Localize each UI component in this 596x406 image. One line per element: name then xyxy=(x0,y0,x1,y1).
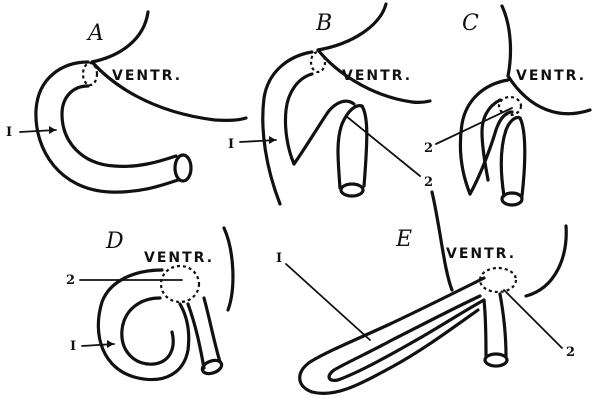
panel-e-pylorus-ring xyxy=(480,268,516,292)
panel-b-letter: B xyxy=(315,11,332,36)
panel-c-label-2: 2 xyxy=(424,141,433,156)
panel-d-letter: D xyxy=(105,229,124,254)
panel-c-pointer-2 xyxy=(436,108,512,144)
panel-e-tube-left xyxy=(484,300,486,356)
panel-c: C VENTR. 2 xyxy=(424,6,590,205)
panel-b-loop-inner xyxy=(285,74,312,164)
panel-a-label-1: I xyxy=(6,125,12,140)
panel-e-ventricle-left xyxy=(432,192,452,290)
panel-b-arrowhead-1 xyxy=(269,136,276,144)
panel-d-ventricle-outline xyxy=(224,228,233,310)
panel-c-ventr-label: VENTR. xyxy=(516,68,586,84)
panel-a-letter: A xyxy=(86,21,104,46)
panel-d-tube-right xyxy=(204,298,220,362)
panel-b-ventr-label: VENTR. xyxy=(342,68,412,84)
panel-b-ventricle-outline xyxy=(318,4,430,102)
panel-e-pointer-1 xyxy=(286,264,370,340)
panel-b-label-1: I xyxy=(228,137,234,152)
panel-e: E VENTR. I 2 xyxy=(276,192,575,393)
panel-c-cut-end xyxy=(502,193,522,205)
panel-c-letter: C xyxy=(462,11,479,36)
panel-c-loop-inner xyxy=(482,100,500,180)
panel-e-ventricle-right xyxy=(526,226,566,296)
panel-d-label-1: I xyxy=(70,339,76,354)
panel-d-tube-left xyxy=(188,304,204,368)
panel-d-loop-inner xyxy=(122,298,173,364)
panel-c-ventricle-outline xyxy=(502,6,590,114)
panel-e-label-2: 2 xyxy=(566,345,575,360)
panel-b-descending-right xyxy=(362,106,367,186)
panel-e-label-1: I xyxy=(276,251,282,266)
panel-b: B VENTR. I 2 xyxy=(228,4,433,204)
panel-c-descending-left xyxy=(501,118,520,197)
panel-b-crossing-limb xyxy=(294,101,354,164)
panel-e-loop-outer xyxy=(300,278,484,393)
panel-e-ventr-label: VENTR. xyxy=(446,246,516,262)
panel-c-descending-right xyxy=(520,118,525,196)
panel-a-pylorus-ring xyxy=(83,63,97,85)
panel-a: A VENTR. I xyxy=(6,12,246,192)
panel-b-label-2: 2 xyxy=(424,175,433,190)
panel-a-cut-end xyxy=(175,155,191,181)
panel-a-loop-inner xyxy=(62,86,176,166)
panel-e-loop-inner xyxy=(329,296,484,380)
panel-b-descending-left xyxy=(338,106,362,188)
panel-d-arrowhead-1 xyxy=(107,340,114,348)
panel-e-cut-end xyxy=(485,354,507,366)
panel-b-loop-outer xyxy=(263,52,312,204)
panel-a-arrowhead-1 xyxy=(49,126,56,134)
panel-d-label-2: 2 xyxy=(66,273,75,288)
panel-e-tube-right xyxy=(500,294,506,356)
panel-a-ventr-label: VENTR. xyxy=(112,68,182,84)
panel-b-pointer-2 xyxy=(346,116,420,176)
panel-d: D VENTR. 2 I xyxy=(66,228,233,380)
panel-e-pointer-2 xyxy=(504,290,562,348)
panel-d-pylorus-ring xyxy=(161,266,199,302)
panel-b-cut-end xyxy=(341,184,363,196)
panel-e-letter: E xyxy=(395,227,412,252)
panel-d-ventr-label: VENTR. xyxy=(144,250,214,266)
panel-a-ventricle-outline xyxy=(92,12,246,120)
